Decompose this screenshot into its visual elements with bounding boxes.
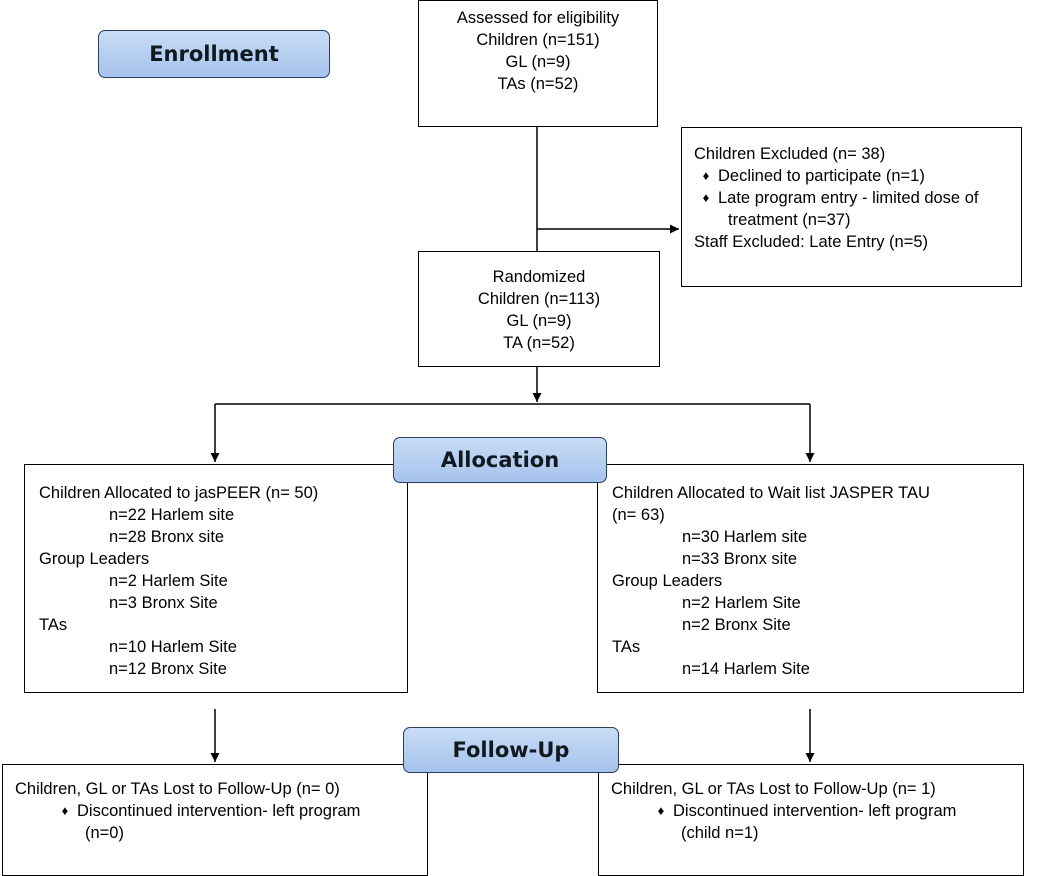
allocation-right-box: Children Allocated to Wait list JASPER T… [597, 464, 1024, 693]
excluded-title: Children Excluded (n= 38) [694, 145, 886, 163]
alloc-right-title: Children Allocated to Wait list JASPER T… [612, 484, 930, 502]
bullet-icon: ♦ [657, 803, 665, 818]
excluded-box: Children Excluded (n= 38) ♦ Declined to … [681, 127, 1022, 287]
stage-followup: Follow-Up [403, 727, 619, 773]
followup-left-title: Children, GL or TAs Lost to Follow-Up (n… [15, 780, 340, 798]
followup-left-bullet: ♦ Discontinued intervention- left progra… [15, 800, 427, 822]
randomized-line-1: Randomized [492, 268, 586, 286]
followup-right-box: Children, GL or TAs Lost to Follow-Up (n… [598, 764, 1024, 876]
assessed-line-2: Children (n=151) [476, 31, 600, 49]
alloc-right-gl-label: Group Leaders [612, 572, 723, 590]
followup-right-bullet-cont: (child n=1) [681, 824, 759, 842]
alloc-right-child-1: n=30 Harlem site [682, 528, 808, 546]
bullet-icon: ♦ [702, 190, 710, 205]
excluded-bullet-2: ♦ Late program entry - limited dose of [694, 187, 1021, 209]
alloc-right-gl-2: n=2 Bronx Site [682, 616, 791, 634]
excluded-bullet-2-text: Late program entry - limited dose of [718, 189, 979, 207]
assessed-line-3: GL (n=9) [505, 53, 571, 71]
excluded-bullet-2-continued: treatment (n=37) [728, 211, 851, 229]
alloc-right-gl-1: n=2 Harlem Site [682, 594, 801, 612]
alloc-left-gl-2: n=3 Bronx Site [109, 594, 218, 612]
alloc-left-gl-label: Group Leaders [39, 550, 150, 568]
assessed-box: Assessed for eligibility Children (n=151… [418, 0, 658, 127]
stage-allocation: Allocation [393, 437, 607, 483]
assessed-line-1: Assessed for eligibility [456, 9, 620, 27]
alloc-right-ta-1: n=14 Harlem Site [682, 660, 810, 678]
followup-right-bullet-text: Discontinued intervention- left program [673, 802, 957, 820]
excluded-bullet-1-text: Declined to participate (n=1) [718, 167, 925, 185]
alloc-right-title-cont: (n= 63) [612, 506, 665, 524]
stage-enrollment: Enrollment [98, 30, 330, 78]
bullet-icon: ♦ [702, 168, 710, 183]
randomized-line-4: TA (n=52) [503, 334, 575, 352]
followup-right-title: Children, GL or TAs Lost to Follow-Up (n… [611, 780, 936, 798]
alloc-left-child-2: n=28 Bronx site [109, 528, 225, 546]
alloc-left-ta-1: n=10 Harlem Site [109, 638, 237, 656]
allocation-left-box: Children Allocated to jasPEER (n= 50) n=… [24, 464, 408, 693]
randomized-line-2: Children (n=113) [477, 290, 601, 308]
bullet-icon: ♦ [61, 803, 69, 818]
alloc-left-title: Children Allocated to jasPEER (n= 50) [39, 484, 319, 502]
alloc-left-ta-label: TAs [39, 616, 68, 634]
randomized-box: Randomized Children (n=113) GL (n=9) TA … [418, 251, 660, 367]
assessed-line-4: TAs (n=52) [497, 75, 579, 93]
randomized-line-3: GL (n=9) [506, 312, 572, 330]
alloc-left-ta-2: n=12 Bronx Site [109, 660, 227, 678]
excluded-bullet-1: ♦ Declined to participate (n=1) [694, 165, 1021, 187]
staff-excluded: Staff Excluded: Late Entry (n=5) [694, 233, 929, 251]
alloc-right-ta-label: TAs [612, 638, 641, 656]
followup-left-bullet-cont: (n=0) [85, 824, 124, 842]
alloc-left-gl-1: n=2 Harlem Site [109, 572, 228, 590]
followup-left-bullet-text: Discontinued intervention- left program [77, 802, 361, 820]
followup-right-bullet: ♦ Discontinued intervention- left progra… [611, 800, 1023, 822]
followup-left-box: Children, GL or TAs Lost to Follow-Up (n… [2, 764, 428, 876]
alloc-right-child-2: n=33 Bronx site [682, 550, 798, 568]
alloc-left-child-1: n=22 Harlem site [109, 506, 235, 524]
